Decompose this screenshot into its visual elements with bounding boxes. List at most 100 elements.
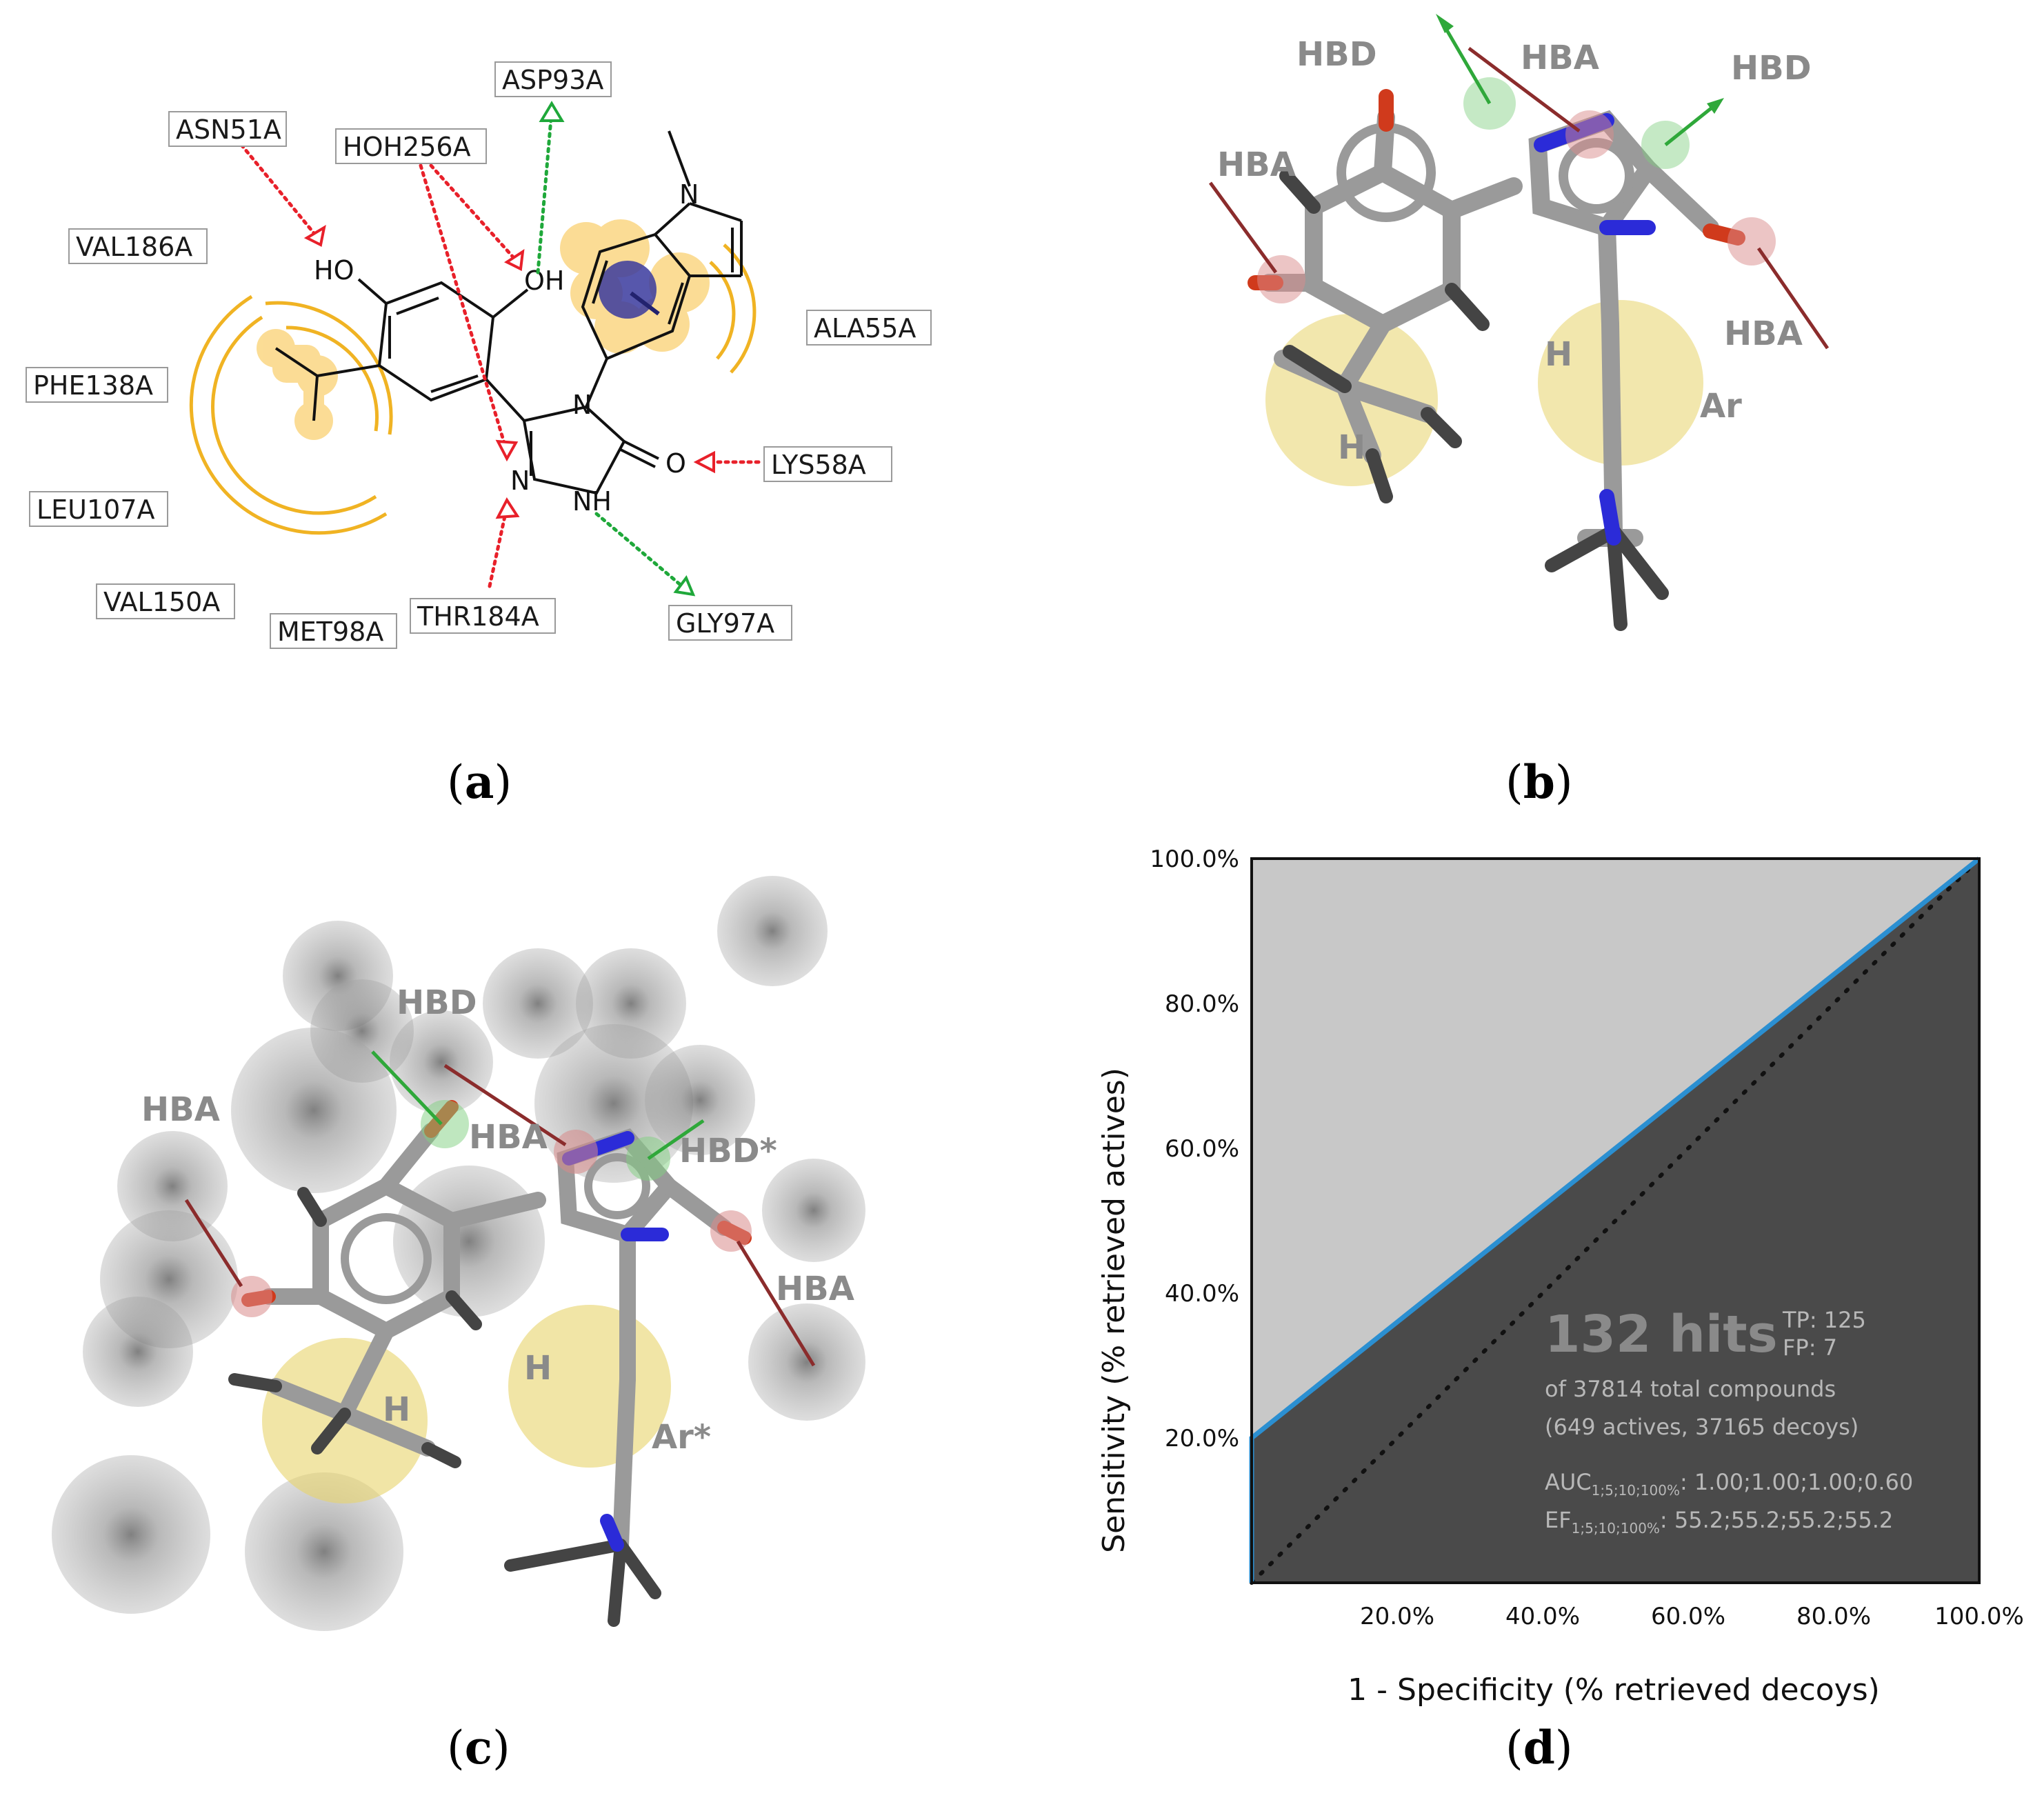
feature-hba-right: HBA [776,1270,854,1308]
pharmacophore-b-svg: HBD HBA HBD HBA HBA H Ar H [1208,14,1830,631]
stats-panel: 132 hits TP: 125 FP: 7 of 37814 total co… [1545,1305,1913,1537]
aromatic-ring-center [599,261,657,319]
axis-ticks: 20.0% 40.0% 60.0% 80.0% 100.0% 20.0% 40.0% 60.0… [1150,846,2023,1630]
fp-count: FP: 7 [1783,1334,1837,1361]
residue-leu107a: LEU107A [29,491,168,527]
hba-sphere-2 [1257,255,1305,303]
feature-hbd: HBD [397,983,477,1022]
hbond-lines [239,108,761,592]
atom-oh: OH [524,266,564,296]
actives-decoys: (649 actives, 37165 decoys) [1545,1414,1859,1440]
interaction-diagram-svg: HO OH N N N NH O ASN51A HOH256A ASP93A V… [26,61,932,649]
x-axis-title: 1 - Specificity (% retrieved decoys) [1348,1672,1880,1708]
feature-hba-top: HBA [1521,39,1599,77]
pharmacophore-c-svg: HBD HBA HBA HBD* HBA H H Ar* [52,876,865,1631]
residue-hoh256a: HOH256A [335,128,487,164]
total-compounds: of 37814 total compounds [1545,1376,1836,1402]
caption-d: (d) [1505,1721,1573,1774]
random-reference-line [1250,857,1981,1585]
feature-h-right: H [1545,335,1572,374]
svg-text:VAL150A: VAL150A [103,587,220,617]
atom-o: O [665,448,686,479]
hits-count: 132 hits [1545,1305,1778,1364]
panel-d-roc-chart: 20.0% 40.0% 60.0% 80.0% 100.0% 20.0% 40.0% 60.0… [1062,841,2033,1731]
auc-line: AUC1;5;10;100%: 1.00;1.00;1.00;0.60 [1545,1469,1913,1499]
panel-a-interaction-diagram: HO OH N N N NH O ASN51A HOH256A ASP93A V… [0,0,965,690]
hydrophobic-arcs [189,243,757,535]
tp-count: TP: 125 [1782,1307,1866,1333]
panel-b-pharmacophore-3d: HBD HBA HBD HBA HBA H Ar H [1138,0,1965,690]
x-tick-label: 40.0% [1505,1603,1580,1630]
svg-text:HOH256A: HOH256A [343,132,471,162]
y-tick-label: 80.0% [1165,990,1239,1018]
y-tick-label: 20.0% [1165,1425,1239,1452]
feature-vectors [184,1050,816,1367]
x-tick-label: 100.0% [1934,1603,2024,1630]
ef-line: EF1;5;10;100%: 55.2;55.2;55.2;55.2 [1545,1507,1893,1537]
residue-met98a: MET98A [270,613,397,649]
hba-sphere [1565,110,1614,159]
feature-hba-mid: HBA [469,1118,548,1157]
residue-lys58a: LYS58A [763,446,892,482]
feature-h-mid: H [524,1349,552,1388]
feature-hba-left: HBA [1217,146,1296,184]
plot-frame [1250,857,1981,1584]
residue-val150a: VAL150A [96,583,235,619]
atom-nh: NH [572,486,612,517]
svg-text:ALA55A: ALA55A [814,313,916,343]
hba-right-sphere [710,1210,752,1252]
atom-n-methyl: N [679,179,699,210]
y-tick-label: 60.0% [1165,1135,1239,1163]
hbond-arrowheads [303,101,715,597]
plot-area [1249,857,1981,1585]
feature-hbd-left: HBD [1296,35,1377,74]
feature-ar-star: Ar* [652,1418,711,1457]
x-tick-label: 80.0% [1796,1603,1871,1630]
x-tick-label: 20.0% [1360,1603,1434,1630]
y-axis-title: Sensitivity (% retrieved actives) [1096,1068,1132,1553]
above-curve-area [1252,859,1979,1583]
svg-text:ASP93A: ASP93A [502,65,603,95]
svg-text:GLY97A: GLY97A [676,608,774,639]
hydrophobic-sphere-right [1538,300,1703,466]
y-tick-label: 40.0% [1165,1280,1239,1308]
molecule-skeleton [274,130,743,495]
svg-text:LEU107A: LEU107A [37,494,155,525]
svg-text:MET98A: MET98A [277,617,383,647]
residue-gly97a: GLY97A [668,605,792,641]
atom-n-triazole: N [510,466,530,496]
caption-c: (c) [447,1721,510,1774]
feature-hba-right: HBA [1724,314,1803,353]
hbd-sphere [1463,77,1516,130]
feature-h-left: H [1338,428,1365,467]
residue-thr184a: THR184A [410,598,556,634]
feature-hbd-right: HBD [1731,49,1812,88]
panel-c-pharmacophore-exclusion: HBD HBA HBA HBD* HBA H H Ar* [0,855,965,1634]
hbd-sphere [421,1100,469,1148]
residue-asn51a: ASN51A [168,111,287,147]
feature-hba-left: HBA [141,1090,220,1129]
svg-text:VAL186A: VAL186A [76,232,192,262]
residue-asp93a: ASP93A [494,61,612,97]
caption-b: (b) [1505,755,1573,809]
caption-a: (a) [447,755,512,809]
svg-text:ASN51A: ASN51A [176,114,281,145]
hba-sphere [554,1130,598,1174]
feature-h-left: H [383,1390,410,1429]
svg-text:LYS58A: LYS58A [771,450,866,480]
feature-ar: Ar [1700,387,1742,426]
atom-ho: HO [314,255,354,286]
roc-chart-svg: 20.0% 40.0% 60.0% 80.0% 100.0% 20.0% 40.0% 60.0… [1096,846,2024,1708]
residue-ala55a: ALA55A [806,310,932,346]
x-tick-label: 60.0% [1651,1603,1725,1630]
atom-n-ring: N [572,390,592,420]
y-tick-label: 100.0% [1150,846,1239,873]
hba-sphere-3 [1727,217,1776,266]
feature-hbd-star: HBD* [679,1132,777,1170]
svg-text:PHE138A: PHE138A [33,370,153,401]
feature-vectors [1208,14,1830,350]
hydrophobic-highlight [257,219,710,440]
residue-phe138a: PHE138A [26,367,168,403]
residue-val186a: VAL186A [68,228,208,264]
svg-text:THR184A: THR184A [417,601,539,632]
